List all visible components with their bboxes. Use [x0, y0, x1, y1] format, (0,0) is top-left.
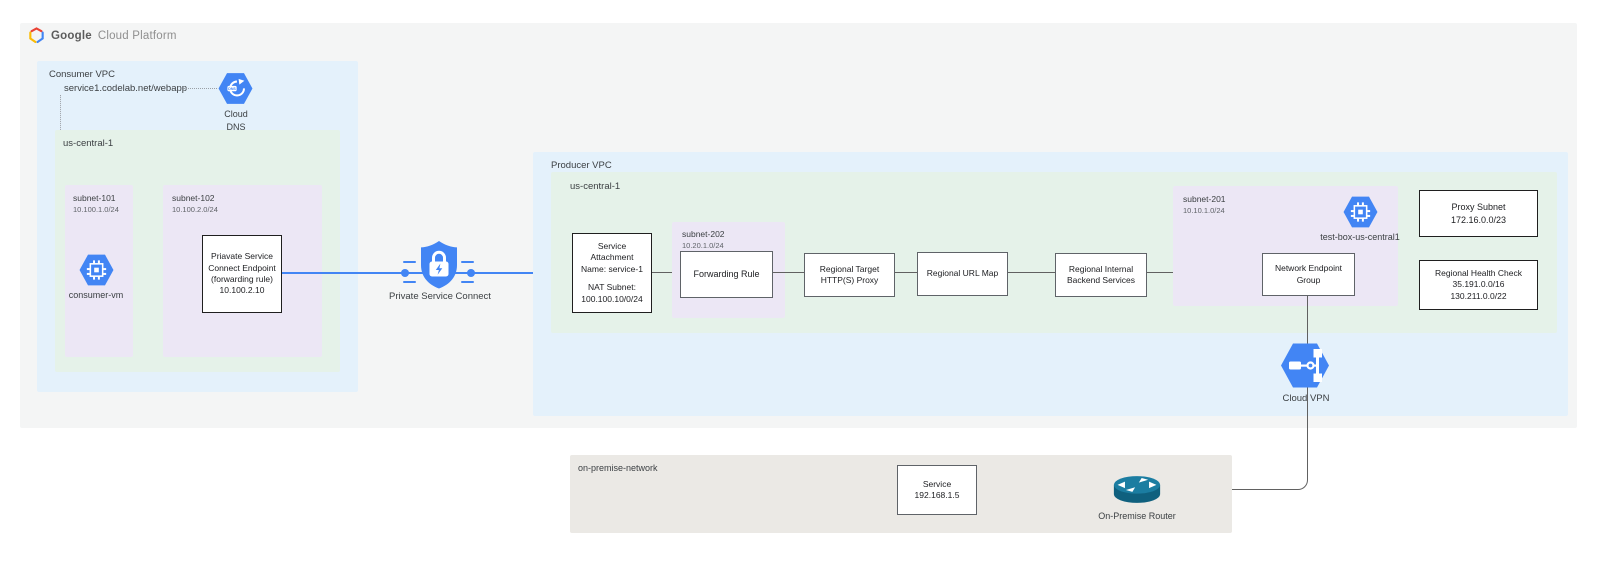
- test-box-label: test-box-us-central1: [1320, 232, 1400, 242]
- on-premise-router-label: On-Premise Router: [1098, 511, 1176, 521]
- network-endpoint-group-box: Network Endpoint Group: [1262, 253, 1355, 296]
- regional-backend-services-box: Regional Internal Backend Services: [1055, 253, 1147, 297]
- dns-record-text: service1.codelab.net/webapp: [64, 83, 188, 94]
- psc-dash-right-top: [461, 261, 474, 264]
- proxy-subnet-box: Proxy Subnet 172.16.0.0/23: [1419, 190, 1538, 237]
- private-service-connect-icon: [421, 241, 457, 289]
- cloud-dns-icon: DNS: [218, 73, 253, 104]
- subnet-102-name: subnet-102: [172, 193, 215, 203]
- consumer-vm-icon: [79, 254, 114, 286]
- cloud-vpn-label: Cloud VPN: [1282, 393, 1330, 404]
- psc-dash-left-top: [403, 261, 416, 264]
- regional-url-map-box: Regional URL Map: [917, 252, 1008, 296]
- connector-fr-rtp: [773, 272, 804, 274]
- gcp-logo: Google Cloud Platform: [28, 27, 177, 44]
- logo-text-google: Google: [51, 29, 92, 42]
- svg-text:DNS: DNS: [228, 87, 236, 91]
- regional-health-check-box: Regional Health Check 35.191.0.0/16 130.…: [1419, 260, 1538, 310]
- service-attachment-box: Service Attachment Name: service-1 NAT S…: [572, 233, 652, 313]
- producer-vpc-label: Producer VPC: [551, 160, 612, 171]
- test-box-icon: [1343, 196, 1378, 228]
- connector-urlmap-backend: [1008, 272, 1055, 274]
- subnet-101-cidr: 10.100.1.0/24: [73, 205, 119, 214]
- consumer-region-label: us-central-1: [63, 138, 114, 149]
- psc-dot-left: [401, 269, 409, 277]
- cloud-dns-label: Cloud DNS: [224, 109, 248, 132]
- subnet-201-cidr: 10.10.1.0/24: [1183, 206, 1225, 215]
- subnet-202-name: subnet-202: [682, 229, 725, 239]
- psc-dash-left-bottom: [403, 281, 416, 284]
- on-premise-router-icon: [1113, 476, 1161, 503]
- psc-label: Private Service Connect: [389, 291, 491, 302]
- gcp-hexagon-logo-icon: [29, 27, 44, 44]
- regional-target-proxy-box: Regional Target HTTP(S) Proxy: [804, 253, 895, 297]
- psc-dash-right-bottom: [461, 281, 474, 284]
- connector-sa-fr: [652, 272, 680, 274]
- subnet-202-cidr: 10.20.1.0/24: [682, 241, 724, 250]
- dns-dotted-connector: [183, 88, 217, 89]
- consumer-vpc-label: Consumer VPC: [49, 69, 115, 80]
- onprem-service-box: Service 192.168.1.5: [897, 465, 977, 515]
- forwarding-rule-box: Forwarding Rule: [680, 251, 773, 298]
- logo-text-cloud-platform: Cloud Platform: [97, 29, 177, 42]
- on-premise-label: on-premise-network: [578, 463, 658, 473]
- cloud-vpn-icon: [1281, 343, 1329, 388]
- psc-dot-right: [467, 269, 475, 277]
- consumer-vm-label: consumer-vm: [68, 290, 124, 300]
- connector-rtp-urlmap: [895, 272, 917, 274]
- psc-endpoint-box: Priavate Service Connect Endpoint (forwa…: [202, 235, 282, 313]
- subnet-102-cidr: 10.100.2.0/24: [172, 205, 218, 214]
- subnet-101-name: subnet-101: [73, 193, 116, 203]
- producer-region-label: us-central-1: [570, 181, 621, 192]
- subnet-201-name: subnet-201: [1183, 194, 1226, 204]
